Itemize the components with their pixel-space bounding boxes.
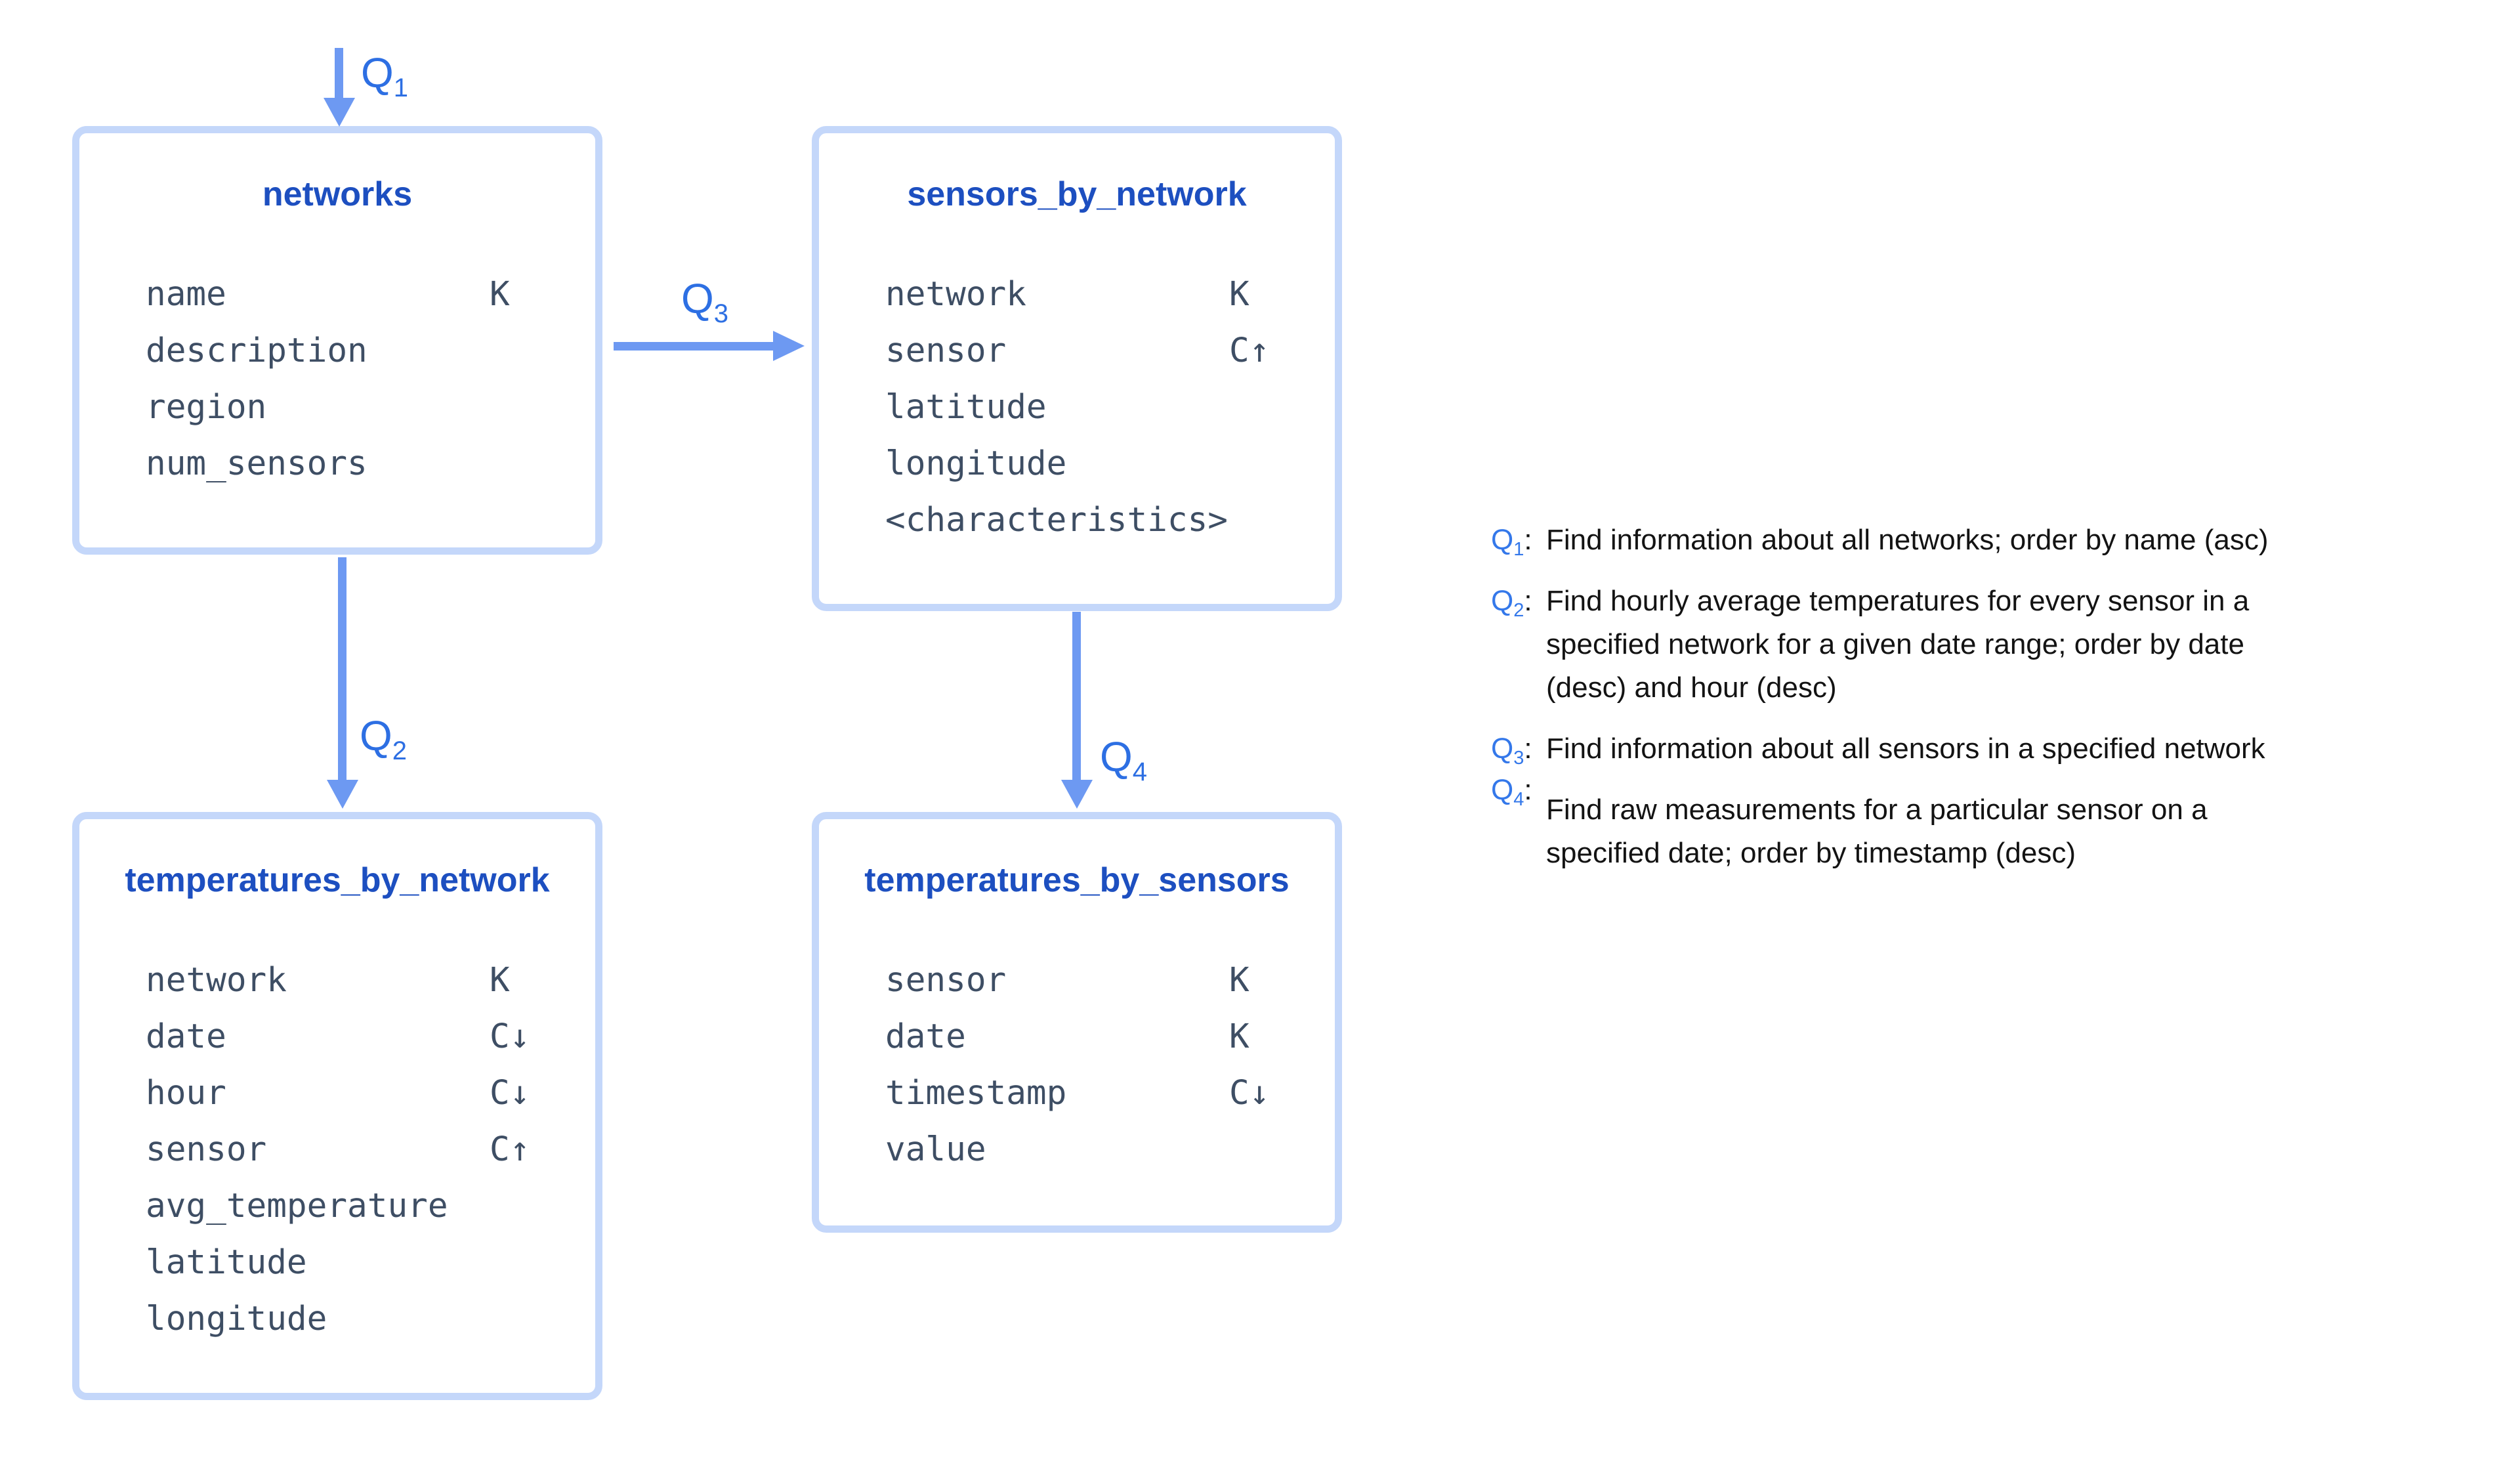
field-row: timestamp C↓ <box>819 1065 1335 1121</box>
table-title: networks <box>262 175 413 213</box>
field-row: network K <box>819 266 1335 322</box>
query-item-q2: Q2: Find hourly average temperatures for… <box>1491 580 2423 710</box>
query-text: Find hourly average temperatures for eve… <box>1546 585 2250 704</box>
query-legend: Q1: Find information about all networks;… <box>1491 519 2423 893</box>
query-item-q1: Q1: Find information about all networks;… <box>1491 519 2423 562</box>
field-name: value <box>885 1130 986 1169</box>
field-list: sensor K date K timestamp C↓ value <box>819 952 1335 1178</box>
field-name: latitude <box>885 387 1047 427</box>
field-name: longitude <box>146 1299 327 1338</box>
field-row: <characteristics> <box>819 492 1335 548</box>
field-key: C↑ <box>490 1130 530 1169</box>
field-row: longitude <box>79 1290 595 1347</box>
field-row: date C↓ <box>79 1008 595 1065</box>
field-row: latitude <box>79 1234 595 1290</box>
query-item-q3: Q3: Find information about all sensors i… <box>1491 727 2423 771</box>
field-list: network K sensor C↑ latitude longitude <… <box>819 266 1335 548</box>
field-name: timestamp <box>885 1073 1067 1113</box>
query-label: Q2: <box>1491 585 1532 621</box>
field-key: C↓ <box>490 1017 530 1056</box>
q1-arrowhead-icon <box>324 98 355 127</box>
query-label: Q1: <box>1491 524 1532 560</box>
field-key: C↑ <box>1229 331 1270 370</box>
q3-arrowhead-icon <box>773 331 805 361</box>
field-key: K <box>1229 1017 1250 1056</box>
field-row: name K <box>79 266 595 322</box>
q2-arrowhead-icon <box>327 780 358 809</box>
field-name: longitude <box>885 444 1067 483</box>
q4-arrow-label: Q4 <box>1100 733 1148 786</box>
q3-arrow-label: Q3 <box>681 275 729 328</box>
field-row: sensor C↑ <box>79 1121 595 1178</box>
q4-arrow <box>1072 612 1081 781</box>
query-text: Find information about all networks; ord… <box>1546 524 2269 556</box>
field-row: num_sensors <box>79 435 595 492</box>
table-title: temperatures_by_network <box>125 861 550 899</box>
field-key: K <box>490 960 510 1000</box>
field-row: region <box>79 379 595 435</box>
field-row: avg_temperature <box>79 1178 595 1234</box>
field-name: sensor <box>885 331 1007 370</box>
field-key: C↓ <box>490 1073 530 1113</box>
field-row: network K <box>79 952 595 1008</box>
field-key: K <box>490 274 510 314</box>
table-sensors-by-network: sensors_by_network network K sensor C↑ l… <box>812 126 1342 611</box>
table-networks: networks name K description region num_s… <box>72 126 602 555</box>
q2-arrow <box>338 557 346 781</box>
field-name: avg_temperature <box>146 1186 448 1225</box>
field-row: longitude <box>819 435 1335 492</box>
field-row: value <box>819 1121 1335 1178</box>
field-name: network <box>885 274 1026 314</box>
table-temperatures-by-sensors: temperatures_by_sensors sensor K date K … <box>812 812 1342 1233</box>
q1-arrow <box>335 48 343 99</box>
q3-arrow <box>614 342 774 351</box>
query-text: Find information about all sensors in a … <box>1546 733 2265 765</box>
field-row: sensor K <box>819 952 1335 1008</box>
field-name: date <box>885 1017 966 1056</box>
field-name: latitude <box>146 1243 307 1282</box>
table-title: temperatures_by_sensors <box>864 861 1290 899</box>
field-row: hour C↓ <box>79 1065 595 1121</box>
field-name: <characteristics> <box>885 500 1228 540</box>
q1-arrow-label: Q1 <box>361 49 409 102</box>
field-name: sensor <box>146 1130 267 1169</box>
field-name: date <box>146 1017 226 1056</box>
table-title: sensors_by_network <box>907 175 1247 213</box>
q2-arrow-label: Q2 <box>360 712 408 765</box>
field-name: hour <box>146 1073 226 1113</box>
query-item-q4: Q4: Find raw measurements for a particul… <box>1491 774 2423 875</box>
field-list: name K description region num_sensors <box>79 266 595 492</box>
field-row: sensor C↑ <box>819 322 1335 379</box>
field-row: description <box>79 322 595 379</box>
field-row: date K <box>819 1008 1335 1065</box>
field-row: latitude <box>819 379 1335 435</box>
field-name: description <box>146 331 368 370</box>
field-list: network K date C↓ hour C↓ sensor C↑ avg_… <box>79 952 595 1347</box>
query-text: Find raw measurements for a particular s… <box>1546 794 2208 869</box>
field-name: sensor <box>885 960 1007 1000</box>
query-label: Q3: <box>1491 733 1532 769</box>
query-label: Q4: <box>1491 774 1532 810</box>
q4-arrowhead-icon <box>1061 780 1093 809</box>
field-name: network <box>146 960 287 1000</box>
table-temperatures-by-network: temperatures_by_network network K date C… <box>72 812 602 1400</box>
field-name: num_sensors <box>146 444 368 483</box>
field-name: region <box>146 387 267 427</box>
field-name: name <box>146 274 226 314</box>
field-key: C↓ <box>1229 1073 1270 1113</box>
field-key: K <box>1229 274 1250 314</box>
field-key: K <box>1229 960 1250 1000</box>
